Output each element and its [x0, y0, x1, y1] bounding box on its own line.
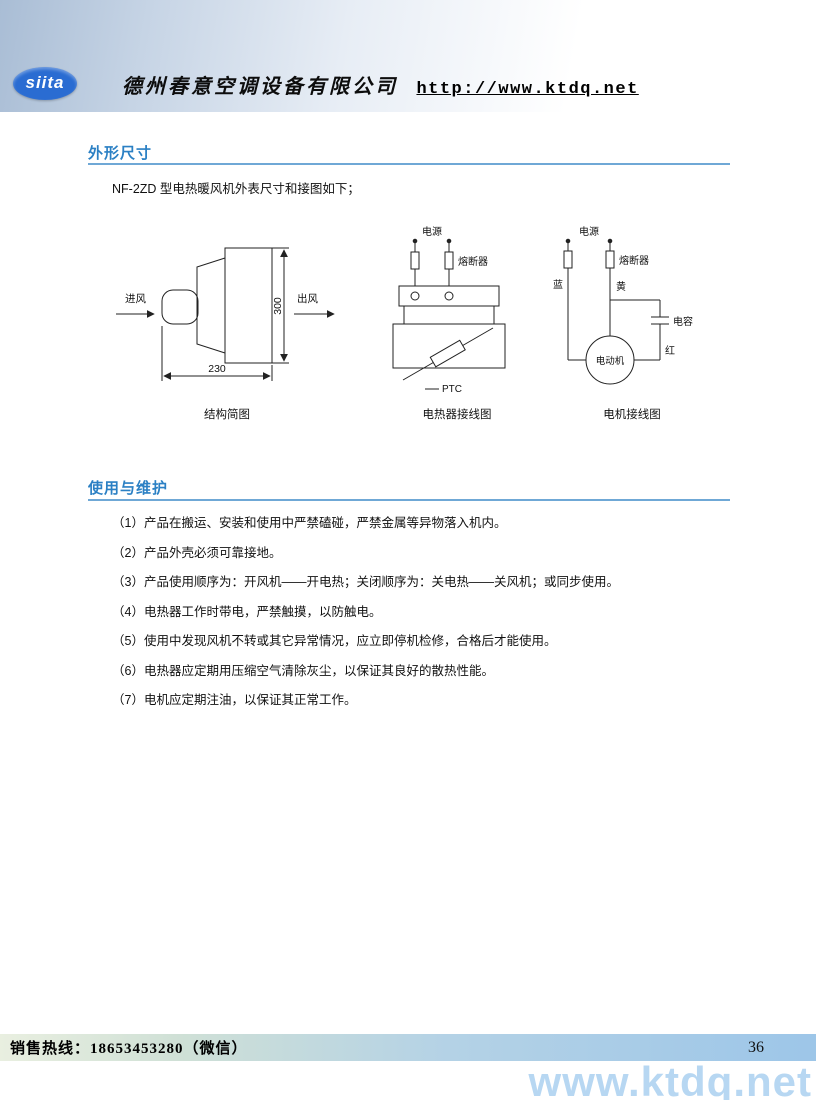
usage-item: （2）产品外壳必须可靠接地。: [112, 545, 282, 560]
heater-wiring-diagram: 电源 熔断器 PTC: [392, 225, 506, 395]
diagrams-row: 进风 出风 300 230 结构简图: [112, 224, 712, 422]
fuse-symbol: [563, 250, 573, 269]
usage-item: （1）产品在搬运、安装和使用中严禁磕碰，严禁金属等异物落入机内。: [112, 516, 507, 530]
height-dim-label: 300: [272, 297, 284, 315]
usage-item: （6）电热器应定期用压缩空气清除灰尘，以保证其良好的散热性能。: [112, 663, 494, 678]
header-title-line: 德州春意空调设备有限公司 http://www.ktdq.net: [122, 70, 639, 99]
yellow-wire-label: 黄: [616, 280, 626, 293]
footer: 销售热线：18653453280（微信） 36: [0, 1034, 816, 1061]
intro-text: NF-2ZD 型电热暖风机外表尺寸和接图如下；: [112, 182, 360, 196]
diagram-caption-heater: 电热器接线图: [422, 409, 492, 421]
air-out-label: 出风: [297, 292, 318, 305]
structure-diagram-block: 进风 出风 300 230 结构简图: [112, 224, 342, 422]
width-dim-label: 230: [208, 363, 226, 375]
motor-symbol: [585, 335, 635, 385]
ptc-label: PTC: [442, 384, 462, 395]
usage-item: （3）产品使用顺序为：开风机——开电热；关闭顺序为：关电热——关风机；或同步使用…: [112, 575, 619, 589]
usage-list: （1）产品在搬运、安装和使用中严禁磕碰，严禁金属等异物落入机内。 （2）产品外壳…: [112, 512, 752, 719]
power-label: 电源: [579, 225, 599, 238]
motor-label: 电动机: [596, 355, 625, 367]
heater-body: [392, 323, 506, 369]
section-title-usage: 使用与维护: [88, 480, 169, 497]
divider: [88, 163, 730, 165]
structure-outline: [116, 247, 335, 381]
fuse-label: 熔断器: [619, 254, 649, 267]
blue-wire-label: 蓝: [553, 279, 563, 291]
divider: [88, 499, 730, 501]
heater-diagram-block: 电源 熔断器 PTC 电热器接线图: [387, 224, 527, 422]
capacitor-label: 电容: [673, 315, 693, 328]
diagram-caption-structure: 结构简图: [204, 409, 250, 421]
terminal-block: [398, 285, 500, 307]
ptc-resistor-symbol: [429, 339, 466, 368]
heater-labels: 电源 熔断器 PTC: [422, 225, 488, 395]
usage-item: （7）电机应定期注油，以保证其正常工作。: [112, 693, 357, 707]
diagram-caption-motor: 电机接线图: [603, 409, 661, 421]
company-name: 德州春意空调设备有限公司: [122, 76, 398, 98]
watermark: www.ktdq.net: [528, 1058, 812, 1100]
fuse-label: 熔断器: [458, 255, 488, 268]
motor-labels: 电源 熔断器 蓝 黄 电容 红 电动机: [553, 225, 693, 367]
page-number: 36: [748, 1038, 764, 1056]
motor-wiring: [563, 238, 669, 385]
section-title-dimensions: 外形尺寸: [88, 145, 153, 162]
structure-diagram: 进风 出风 300 230: [116, 247, 335, 381]
fuse-symbol: [410, 251, 420, 270]
red-wire-label: 红: [665, 344, 675, 357]
motor-wiring-diagram: 电源 熔断器 蓝 黄 电容 红 电动机: [553, 225, 693, 385]
company-logo: siita: [13, 67, 77, 100]
website-link[interactable]: http://www.ktdq.net: [416, 80, 639, 99]
usage-item: （4）电热器工作时带电，严禁触摸，以防触电。: [112, 604, 382, 619]
power-label: 电源: [422, 225, 442, 238]
fuse-symbol: [444, 251, 454, 270]
air-in-label: 进风: [125, 293, 146, 305]
usage-item: （5）使用中发现风机不转或其它异常情况，应立即停机检修，合格后才能使用。: [112, 634, 557, 648]
heater-wiring: [392, 238, 506, 390]
structure-labels: 进风 出风 300 230: [125, 292, 318, 375]
motor-diagram-block: 电源 熔断器 蓝 黄 电容 红 电动机 电机接线图: [552, 224, 712, 422]
header: siita 德州春意空调设备有限公司 http://www.ktdq.net: [0, 0, 816, 112]
fuse-symbol: [605, 250, 615, 269]
hotline-text: 销售热线：18653453280（微信）: [10, 1041, 248, 1057]
